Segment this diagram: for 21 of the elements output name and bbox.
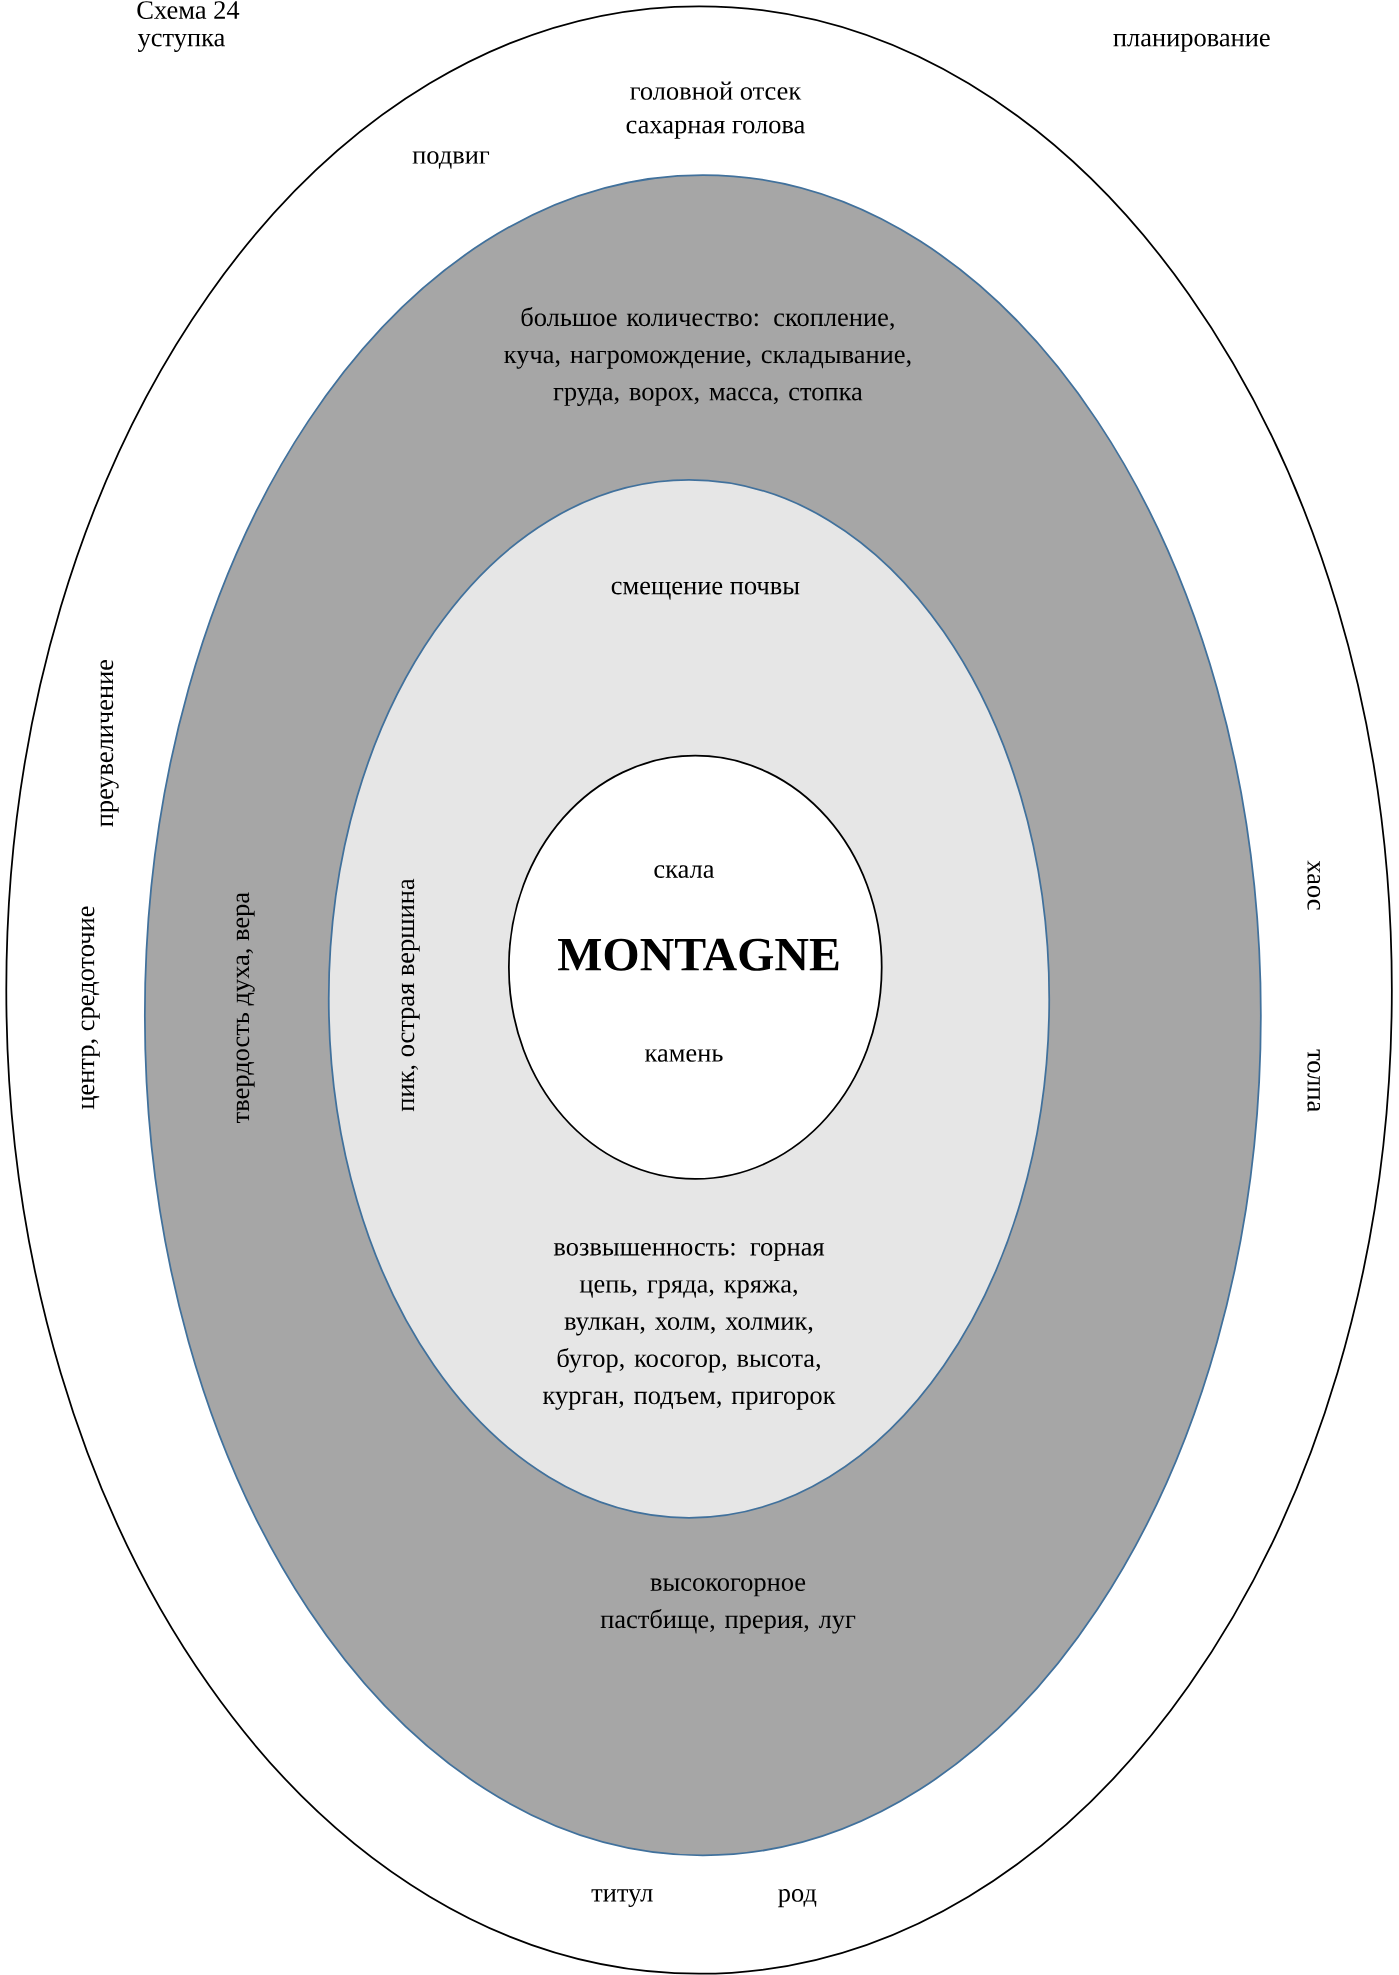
label: смещение почвы	[611, 581, 800, 600]
label: планирование	[1113, 33, 1270, 52]
label: большое количество: скопление, куча, нагромождение, складывание, груда, ворох, масса, стопка	[503, 306, 911, 406]
label: уступка	[137, 33, 225, 52]
label: возвышенность: горная цепь, гряда, кряжа, вулкан, холм, холмик, бугор, косогор, высота, курган, подъем, пригорок	[542, 1242, 836, 1410]
label: твердость духа, вера	[236, 892, 255, 1123]
label: камень	[644, 1049, 723, 1062]
label: титул	[591, 1889, 653, 1908]
label: толпа	[1307, 1049, 1320, 1112]
label: высокогорное пастбище, прерия, луг	[600, 1578, 855, 1634]
label: пик, острая вершина	[401, 878, 420, 1112]
label: преувеличение	[100, 659, 119, 827]
label: MONTAGNE	[557, 938, 839, 971]
label: сахарная голова	[626, 120, 805, 139]
label: головной отсек	[629, 81, 802, 100]
label: подвиг	[412, 151, 489, 169]
label: центр, средоточие	[81, 906, 100, 1110]
label: род	[778, 1889, 817, 1908]
label: скала	[654, 865, 714, 878]
label: хаос	[1307, 860, 1320, 910]
title: Схема 24	[137, 1, 239, 19]
